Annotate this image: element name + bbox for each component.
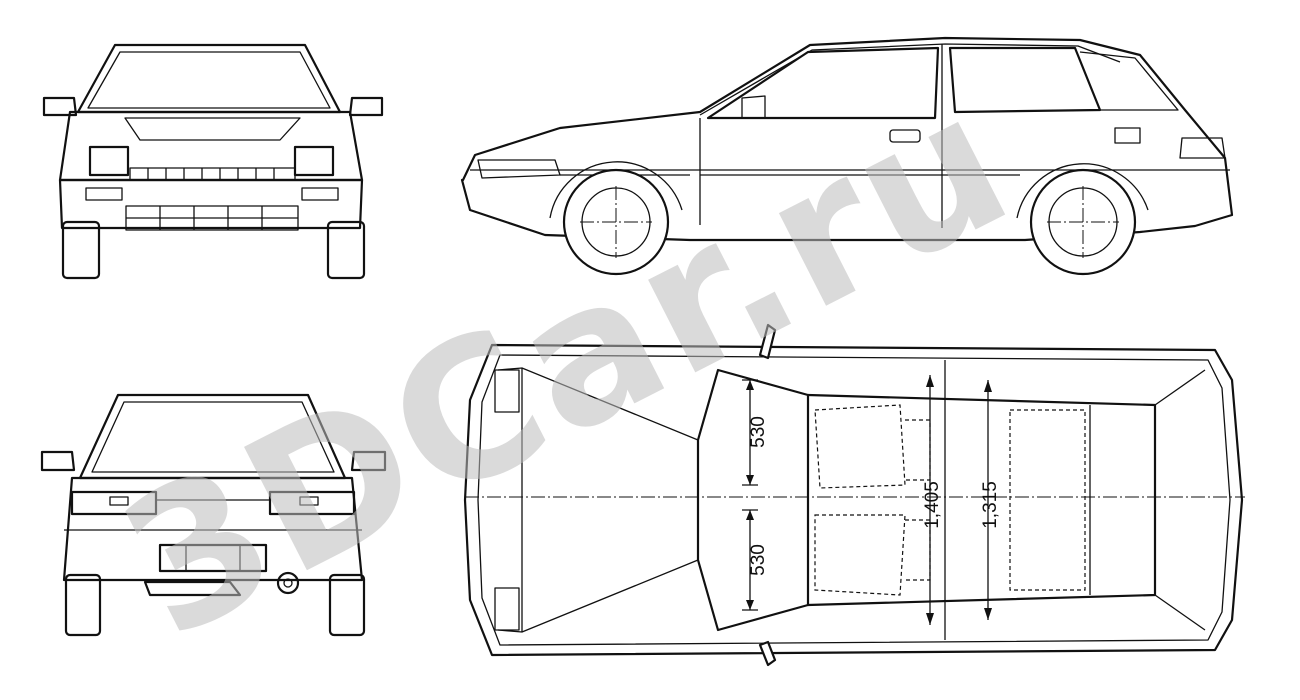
front-view — [42, 43, 384, 280]
dimension-rear-width: 1,315 — [980, 481, 1001, 529]
dimension-front-width: 1,405 — [922, 481, 943, 529]
side-view — [460, 36, 1234, 276]
dimension-front-seat-upper: 530 — [748, 416, 769, 448]
top-view: 530 530 1,405 1,315 — [463, 323, 1245, 667]
rear-view — [40, 393, 387, 637]
watermark: 3DCar.ru — [90, 49, 1043, 681]
dimension-front-seat-lower: 530 — [748, 544, 769, 576]
